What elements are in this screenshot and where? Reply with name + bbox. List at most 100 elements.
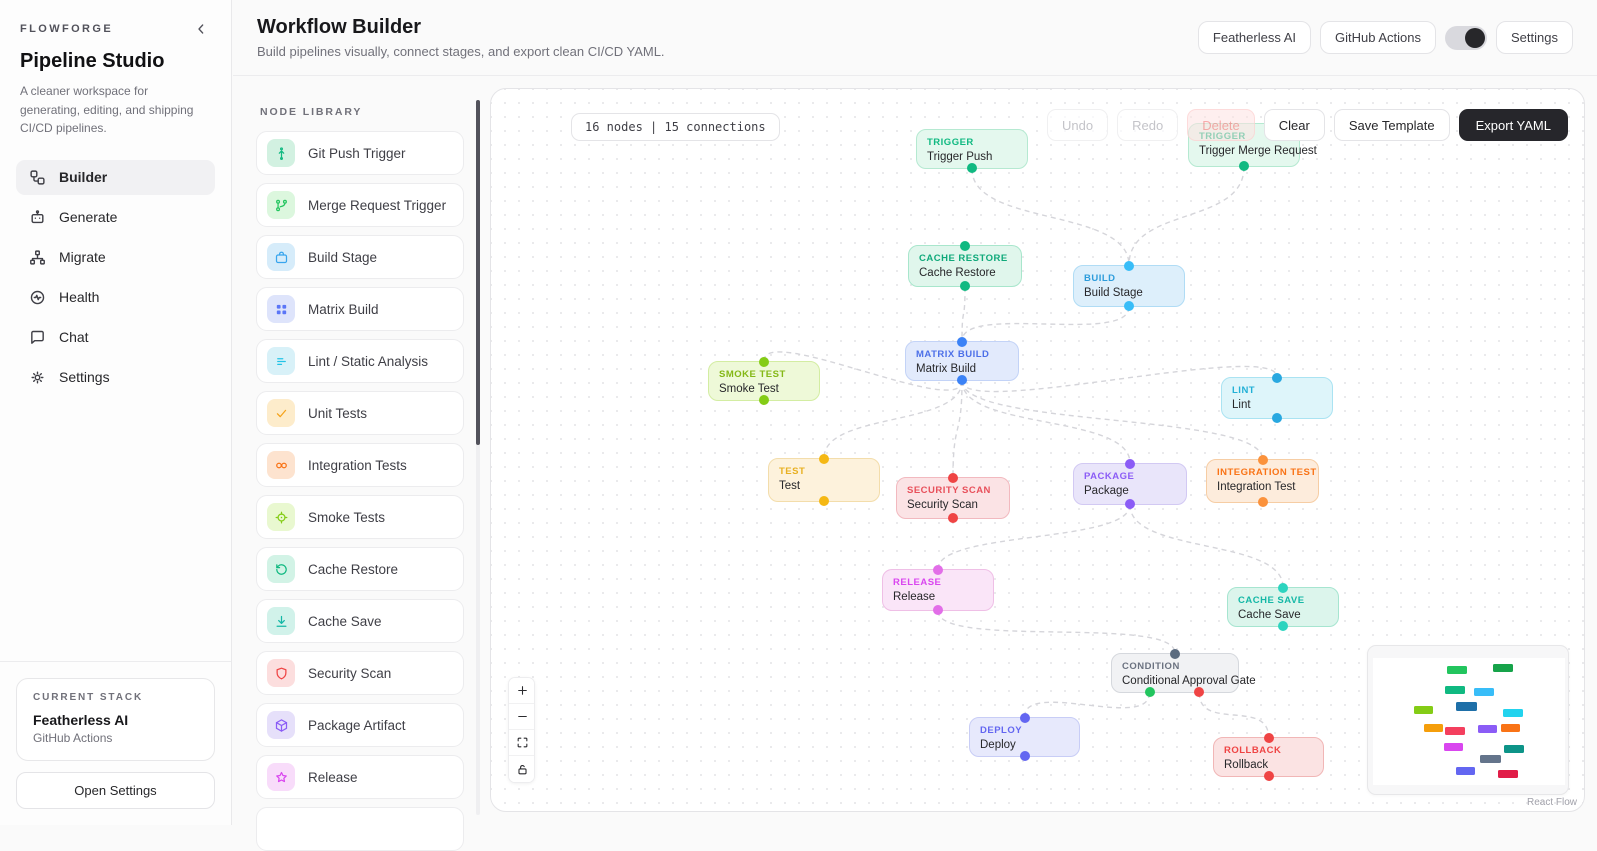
node-handle-top[interactable] [960, 241, 970, 251]
node-handle-top[interactable] [1257, 455, 1268, 465]
library-item-smoke-tests[interactable]: Smoke Tests [256, 495, 464, 539]
open-settings-button[interactable]: Open Settings [16, 772, 215, 809]
node-handle-bottom[interactable] [933, 605, 943, 615]
node-handle-bottom[interactable] [1257, 497, 1268, 507]
sidebar-item-builder[interactable]: Builder [16, 159, 215, 195]
delete-button[interactable]: Delete [1187, 109, 1255, 141]
library-item-lint-static-analysis[interactable]: Lint / Static Analysis [256, 339, 464, 383]
library-item-unit-tests[interactable]: Unit Tests [256, 391, 464, 435]
library-item-security-scan[interactable]: Security Scan [256, 651, 464, 695]
node-handle-top[interactable] [1272, 373, 1282, 383]
stack-pill-featherless-ai[interactable]: Featherless AI [1197, 21, 1312, 54]
node-handle-bottom[interactable] [759, 395, 769, 405]
node-handle-top[interactable] [819, 454, 829, 464]
react-flow-attribution[interactable]: React Flow [1526, 797, 1577, 808]
edge-matrix-build-lint[interactable] [961, 365, 1278, 393]
sidebar-item-settings[interactable]: Settings [16, 360, 215, 395]
edge-matrix-build-test[interactable] [823, 380, 963, 459]
library-item-cache-save[interactable]: Cache Save [256, 599, 464, 643]
library-scrollbar-thumb[interactable] [476, 100, 480, 445]
node-handle-bottom[interactable] [1124, 301, 1134, 311]
node-handle-bottom[interactable] [948, 513, 958, 523]
node-handle-bottom[interactable] [1125, 499, 1135, 509]
edge-build-stage-matrix-build[interactable] [961, 306, 1130, 342]
node-handle-bottom[interactable] [1278, 621, 1288, 631]
node-handle-bottom[interactable] [1193, 687, 1204, 697]
sidebar-collapse-button[interactable] [193, 20, 211, 38]
node-handle-top[interactable] [1263, 733, 1274, 743]
library-item-integration-tests[interactable]: Integration Tests [256, 443, 464, 487]
edge-trigger-push-build-stage[interactable] [971, 168, 1130, 266]
theme-toggle[interactable] [1445, 25, 1488, 50]
node-handle-bottom[interactable] [1019, 751, 1030, 761]
edge-condition-rollback[interactable] [1198, 692, 1270, 738]
node-handle-top[interactable] [948, 473, 958, 483]
library-item-package-artifact[interactable]: Package Artifact [256, 703, 464, 747]
library-item-git-push-trigger[interactable]: Git Push Trigger [256, 131, 464, 175]
node-handle-top[interactable] [957, 337, 967, 347]
node-handle-bottom[interactable] [957, 375, 967, 385]
sidebar-item-generate[interactable]: Generate [16, 200, 215, 235]
node-handle-top[interactable] [933, 565, 943, 575]
minimap[interactable] [1367, 645, 1569, 795]
library-item-release[interactable]: Release [256, 755, 464, 799]
node-handle-top[interactable] [1278, 583, 1288, 593]
node-handle-bottom[interactable] [960, 281, 970, 291]
node-handle-bottom[interactable] [1144, 687, 1155, 697]
edge-matrix-build-package[interactable] [961, 380, 1131, 464]
node-handle-bottom[interactable] [1239, 161, 1249, 171]
redo-button[interactable]: Redo [1117, 109, 1179, 141]
undo-button[interactable]: Undo [1047, 109, 1109, 141]
node-handle-bottom[interactable] [1263, 771, 1274, 781]
node-handle-top[interactable] [1125, 459, 1135, 469]
node-handle-bottom[interactable] [819, 496, 829, 506]
edge-matrix-build-security-scan[interactable] [952, 380, 963, 478]
edge-matrix-build-integration-test[interactable] [961, 380, 1264, 460]
clear-button[interactable]: Clear [1263, 109, 1325, 141]
node-handle-top[interactable] [1124, 261, 1134, 271]
library-item-partial[interactable] [256, 807, 464, 851]
sidebar-item-chat[interactable]: Chat [16, 320, 215, 355]
export-yaml-button[interactable]: Export YAML [1458, 109, 1568, 141]
sidebar-item-health[interactable]: Health [16, 280, 215, 315]
fit-view-button[interactable] [509, 730, 534, 756]
edge-cache-restore-matrix-build[interactable] [961, 286, 966, 342]
sidebar-item-migrate[interactable]: Migrate [16, 240, 215, 275]
node-handle-top[interactable] [1170, 649, 1180, 659]
library-scrollbar[interactable] [476, 100, 480, 815]
node-handle-bottom[interactable] [1272, 413, 1282, 423]
settings-button[interactable]: Settings [1496, 21, 1573, 54]
library-item-matrix-build[interactable]: Matrix Build [256, 287, 464, 331]
edge-release-condition[interactable] [937, 610, 1176, 654]
edge-trigger-merge-build-stage[interactable] [1128, 166, 1245, 266]
zoom-in-button[interactable] [509, 678, 534, 704]
library-item-cache-restore[interactable]: Cache Restore [256, 547, 464, 591]
zoom-out-button[interactable] [509, 704, 534, 730]
edge-package-cache-save[interactable] [1129, 504, 1284, 588]
node-handle-top[interactable] [759, 357, 769, 367]
library-item-build-stage[interactable]: Build Stage [256, 235, 464, 279]
edge-condition-deploy[interactable] [1023, 692, 1151, 718]
library-item-merge-request-trigger[interactable]: Merge Request Trigger [256, 183, 464, 227]
node-handle-bottom[interactable] [967, 163, 977, 173]
save-template-button[interactable]: Save Template [1333, 109, 1450, 141]
stack-pill-github-actions[interactable]: GitHub Actions [1320, 21, 1437, 54]
lock-button[interactable] [509, 756, 534, 782]
node-handle-top[interactable] [1019, 713, 1030, 723]
